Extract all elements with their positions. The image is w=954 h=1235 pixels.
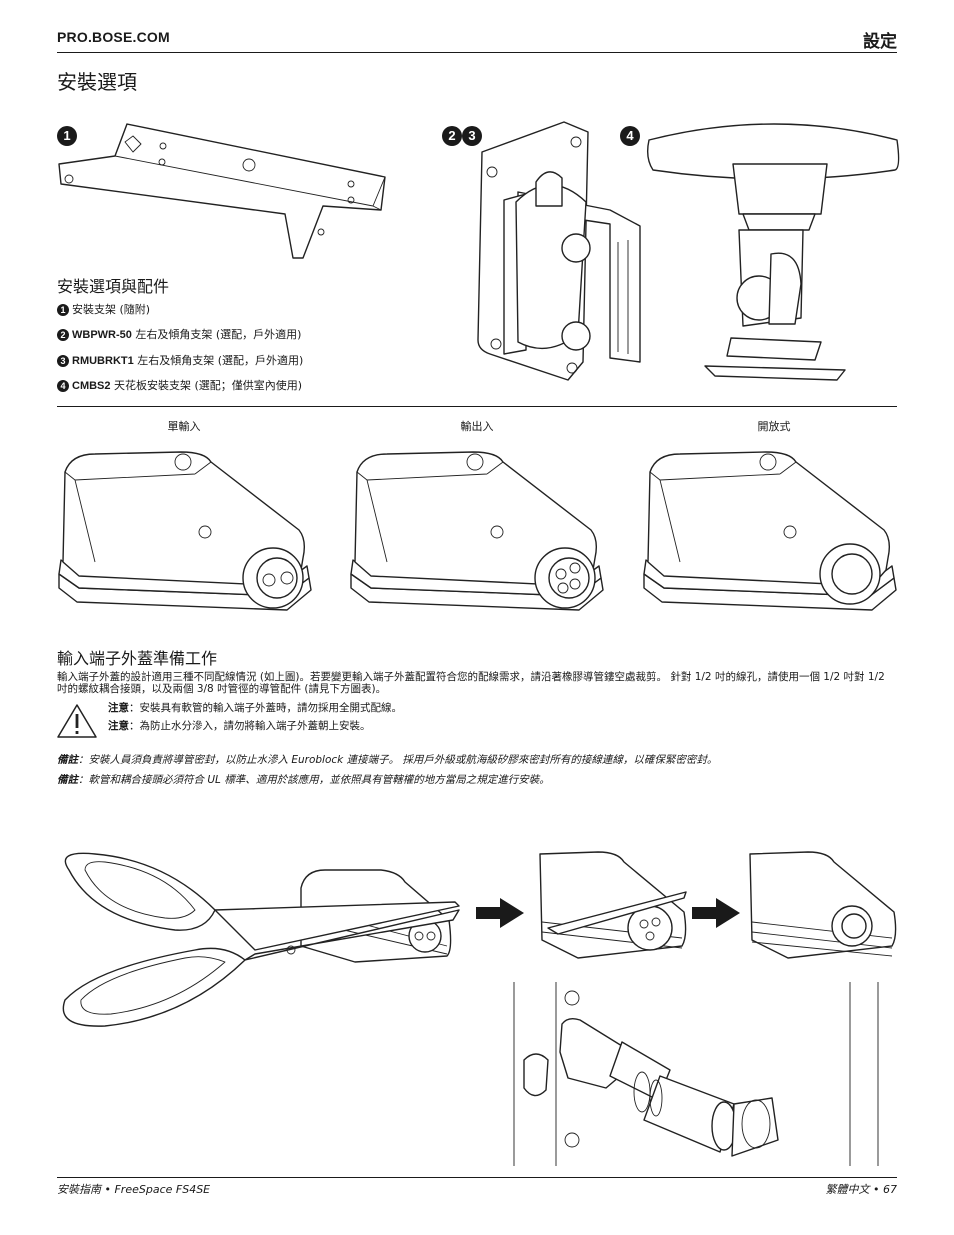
page-title: 安裝選項: [57, 70, 137, 94]
option-3-badge: 3: [462, 126, 482, 146]
arrow-right-icon: [476, 898, 524, 928]
cover-single-input-illustration: [58, 451, 312, 611]
option-1-badge: 1: [57, 126, 77, 146]
note-1: 注意：安裝具有軟管的輸入端子外蓋時，請勿採用全開式配線。: [108, 702, 402, 714]
conduit-installed-illustration: [513, 982, 879, 1166]
option-2-badge: 2: [442, 126, 462, 146]
site-url: PRO.BOSE.COM: [57, 29, 170, 45]
pan-tilt-bracket-illustration: [477, 121, 641, 381]
section-title: 設定: [863, 32, 897, 52]
prep-title: 輸入端子外蓋準備工作: [57, 649, 218, 668]
ceiling-mount-illustration: [646, 123, 900, 381]
scissors-cutting-illustration: [62, 852, 460, 1027]
header-rule: [57, 52, 897, 53]
caption-single-input: 單輸入: [167, 420, 201, 433]
accessories-title: 安裝選項與配件: [57, 277, 170, 296]
option-4-badge: 4: [620, 126, 640, 146]
arrow-right-icon: [692, 898, 740, 928]
cover-input-output-illustration: [350, 451, 604, 611]
note-2: 注意：為防止水分滲入，請勿將輸入端子外蓋朝上安裝。: [108, 720, 371, 732]
open-cover-illustration: [749, 851, 897, 959]
footer-rule: [57, 1177, 897, 1178]
caption-input-output: 輸出入: [460, 420, 494, 433]
prep-body: 輸入端子外蓋的設計適用三種不同配線情況 (如上圖)。若要變更輸入端子外蓋配置符合…: [57, 671, 885, 695]
footer-guide-title: 安裝指南 • FreeSpace FS4SE: [57, 1183, 211, 1196]
section-rule: [57, 406, 897, 407]
bracket-illustration: [58, 123, 386, 259]
footer-page-number: 繁體中文 • 67: [825, 1183, 897, 1196]
cover-open-illustration: [643, 451, 897, 611]
remark-1: 備註：安裝人員須負責將導管密封，以防止水滲入 Euroblock 連接端子。 採…: [57, 754, 718, 766]
remark-2: 備註：軟管和耦合接頭必須符合 UL 標準、適用於該應用，並依照具有管轄權的地方當…: [57, 774, 550, 786]
cut-cover-illustration: [539, 851, 687, 959]
warning-icon: [57, 704, 97, 738]
caption-open: 開放式: [757, 420, 791, 433]
